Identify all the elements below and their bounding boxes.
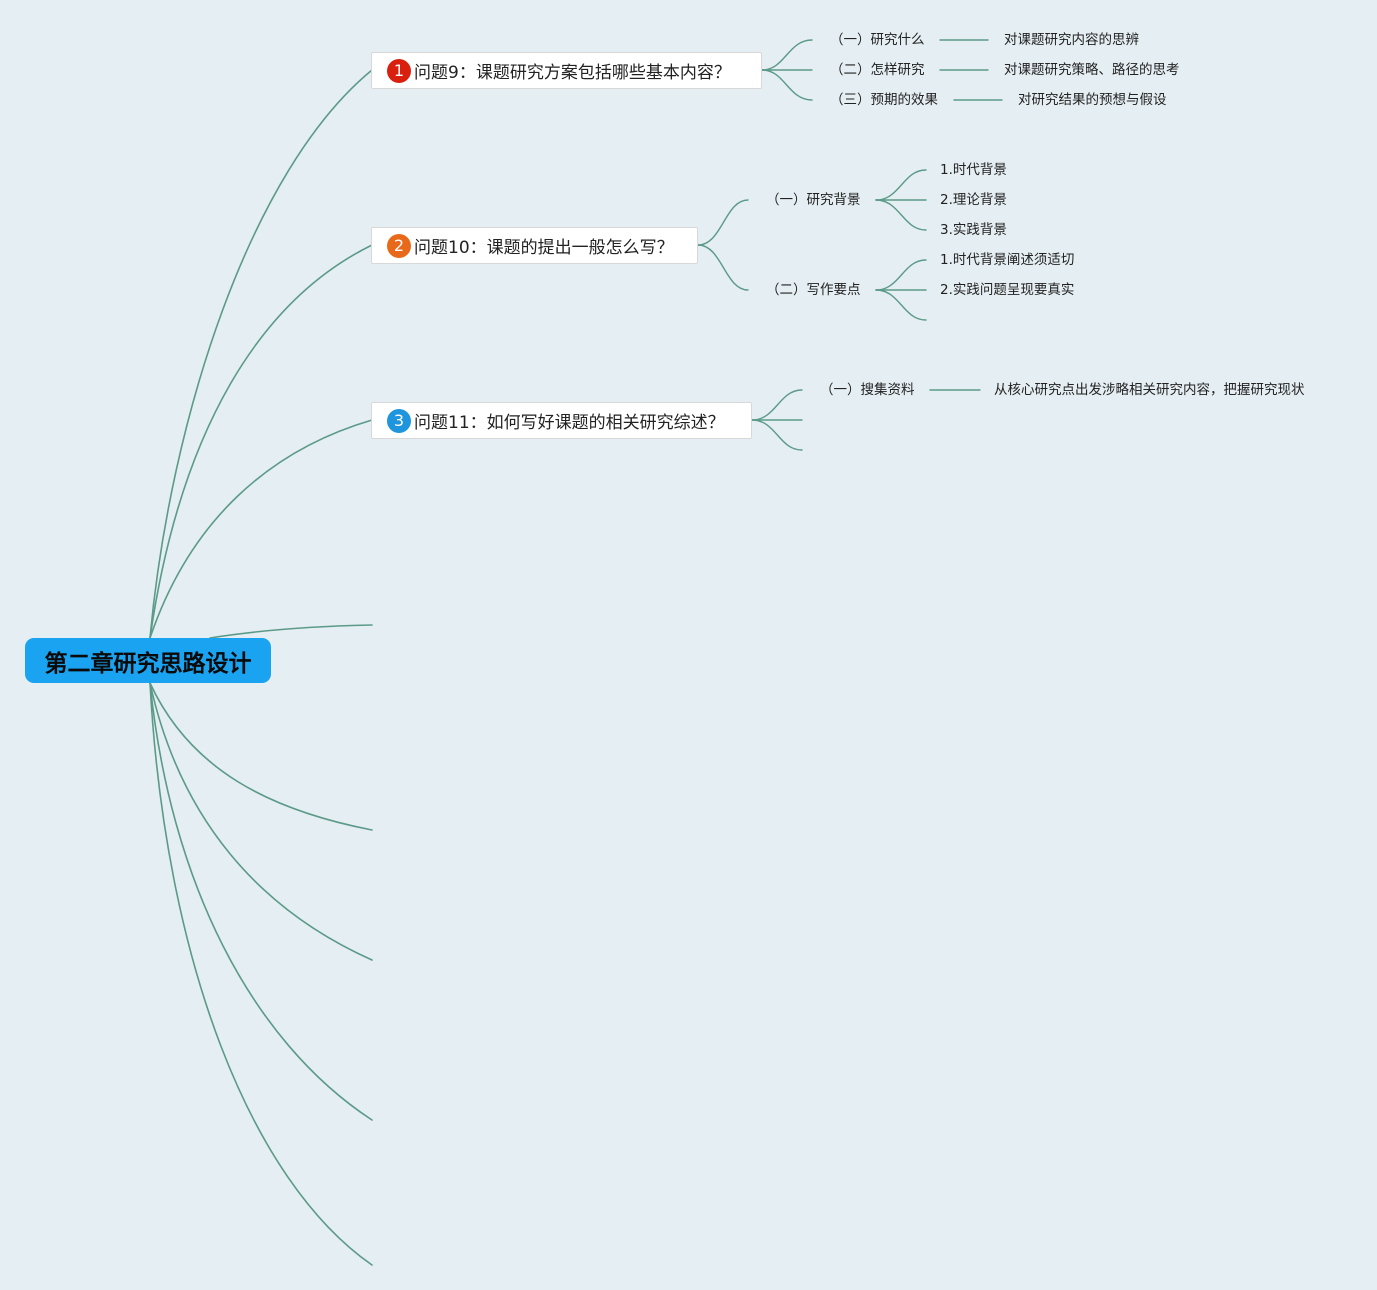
branch-line-empty-2 — [149, 682, 373, 831]
branch-line-empty-4 — [149, 682, 373, 1121]
subtopic-research-background[interactable]: （一）研究背景 — [766, 192, 861, 208]
branch-line-empty-5 — [149, 682, 373, 1266]
q1-fork-3 — [761, 69, 813, 101]
branch-line-empty-1 — [209, 624, 373, 639]
q2-sub2-fork-1 — [875, 259, 927, 291]
item-problem-real[interactable]: 2.实践问题呈现要真实 — [940, 282, 1075, 298]
item-theory-background[interactable]: 2.理论背景 — [940, 192, 1007, 208]
priority-1-badge-icon: 1 — [387, 58, 411, 83]
branch-line-q1 — [149, 69, 373, 639]
item-era-appropriate[interactable]: 1.时代背景阐述须适切 — [940, 252, 1075, 268]
priority-3-badge-icon: 3 — [387, 408, 411, 433]
topic-question-10-label: 问题10：课题的提出一般怎么写？ — [414, 238, 674, 258]
branch-line-empty-3 — [149, 682, 373, 961]
priority-2-badge-icon: 2 — [387, 233, 411, 258]
topic-question-9-label: 问题9：课题研究方案包括哪些基本内容？ — [414, 63, 731, 83]
q1-fork-1 — [761, 39, 813, 71]
detail-how-to-study[interactable]: 对课题研究策略、路径的思考 — [1004, 62, 1180, 78]
branch-line-q2 — [149, 244, 373, 639]
detail-expected-effect[interactable]: 对研究结果的预想与假设 — [1018, 92, 1167, 108]
q2-fork-1 — [697, 199, 749, 246]
q3-fork-1 — [751, 389, 803, 421]
item-practice-background[interactable]: 3.实践背景 — [940, 222, 1007, 238]
subtopic-expected-effect[interactable]: （三）预期的效果 — [830, 92, 938, 108]
q3-fork-3 — [751, 419, 803, 451]
topic-question-11-label: 问题11：如何写好课题的相关研究综述？ — [414, 413, 725, 433]
subtopic-what-to-study[interactable]: （一）研究什么 — [830, 32, 925, 48]
q2-sub1-fork-3 — [875, 199, 927, 231]
q2-fork-2 — [697, 244, 749, 291]
branch-line-q3 — [149, 419, 373, 639]
subtopic-collect-materials[interactable]: （一）搜集资料 — [820, 382, 915, 398]
topic-question-11[interactable]: 3 问题11：如何写好课题的相关研究综述？ — [371, 402, 752, 439]
item-era-background[interactable]: 1.时代背景 — [940, 162, 1007, 178]
topic-question-10[interactable]: 2 问题10：课题的提出一般怎么写？ — [371, 227, 698, 264]
detail-collect-materials[interactable]: 从核心研究点出发涉略相关研究内容，把握研究现状 — [994, 382, 1305, 398]
q2-sub1-fork-1 — [875, 169, 927, 201]
topic-question-9[interactable]: 1 问题9：课题研究方案包括哪些基本内容？ — [371, 52, 762, 89]
detail-what-to-study[interactable]: 对课题研究内容的思辨 — [1004, 32, 1139, 48]
q2-sub2-fork-3 — [875, 289, 927, 321]
root-topic[interactable]: 第二章研究思路设计 — [25, 638, 271, 683]
subtopic-writing-points[interactable]: （二）写作要点 — [766, 282, 861, 298]
subtopic-how-to-study[interactable]: （二）怎样研究 — [830, 62, 925, 78]
